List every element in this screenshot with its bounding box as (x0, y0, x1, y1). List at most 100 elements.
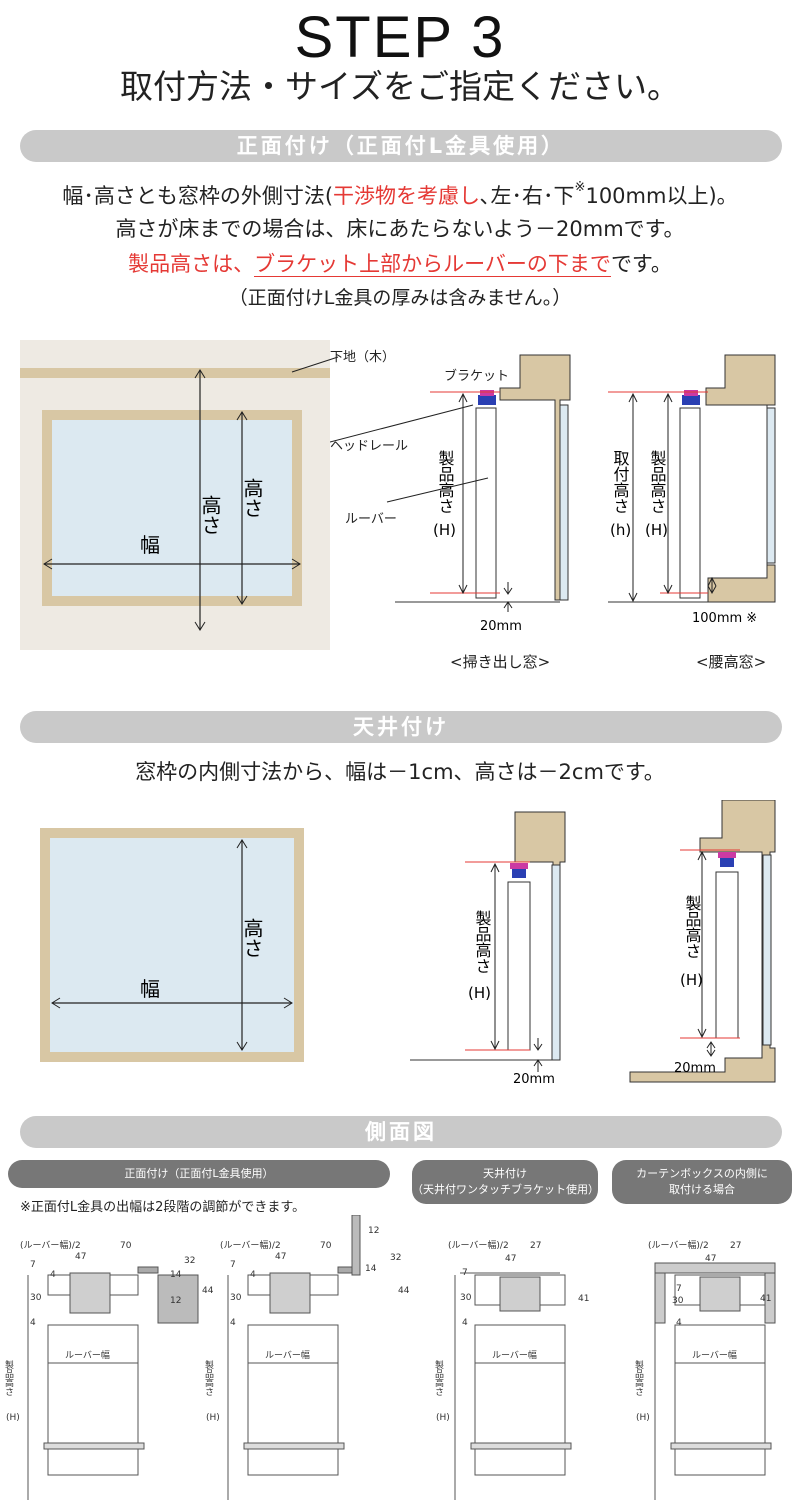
front2-bottom-weight (243, 1442, 345, 1450)
ceiling-mount-line1: 窓枠の内側寸法から、幅は－1cm、高さは－2cmです。 (135, 760, 665, 784)
ceiling-side-bracket (499, 1276, 541, 1312)
tab-curtain-box: カーテンボックスの内側に 取付ける場合 (612, 1160, 792, 1204)
h-1: (H) (6, 1413, 20, 1423)
mount-height-arrow-heads (628, 392, 638, 603)
louver-label: ルーバー (345, 512, 397, 527)
h-label-left: (H) (433, 521, 456, 539)
ceiling-gap-label-left: 20mm (513, 1072, 555, 1087)
dim-47-4: 47 (705, 1254, 716, 1264)
side-view-drawings: (ルーバー幅)/2 70 47 7 4 30 4 32 14 44 12 ルーバ… (3, 1215, 776, 1500)
section-bar-side-view: 側面図 (20, 1116, 782, 1148)
h-2: (H) (206, 1413, 220, 1423)
dim-4b-2: 4 (230, 1318, 236, 1328)
front2-wall (351, 1215, 361, 1276)
front1-louver (47, 1324, 139, 1476)
dim-32-2: 32 (390, 1253, 401, 1263)
curtain-box-left (654, 1272, 666, 1324)
front2-bracket (269, 1272, 311, 1314)
wooden-base-strip (20, 368, 330, 378)
louver-w-3: ルーバー幅 (492, 1349, 537, 1361)
ceiling-gap-label-right: 20mm (674, 1061, 716, 1076)
box-louver (674, 1324, 766, 1476)
width-label-2: 幅 (140, 977, 160, 1001)
side-view-curtain-box (654, 1262, 776, 1500)
product-height-arrow-left-heads (458, 392, 468, 595)
dim-half-2: (ルーバー幅)/2 (220, 1239, 281, 1251)
dim-7-4: 7 (676, 1284, 682, 1294)
base-label-leader (291, 356, 339, 373)
dim-12-1: 12 (170, 1296, 181, 1306)
ceiling-height-arrow-left-heads (490, 862, 500, 1051)
dim-half-3: (ルーバー幅)/2 (448, 1239, 509, 1251)
dim-4-4: 4 (676, 1318, 682, 1328)
dim-27-3: 27 (530, 1241, 541, 1251)
dim-30-3: 30 (460, 1293, 472, 1303)
wall-profile-left (499, 354, 571, 601)
dim-14-2: 14 (365, 1264, 377, 1274)
ceiling-side-louver (474, 1324, 566, 1476)
tab-front-mount: 正面付け（正面付L金具使用） (8, 1160, 390, 1188)
window-pane-right (766, 407, 776, 564)
height-label-2: 高さ (240, 918, 264, 958)
height-arrow-2-heads (236, 839, 248, 1051)
dim-41-4: 41 (760, 1294, 771, 1304)
front-mount-line1: 幅･高さとも窓枠の外側寸法(干渉物を考慮し､左･右･下※100mm以上)。 (0, 180, 800, 210)
ceiling-bracket-top-right (718, 852, 736, 858)
ceiling-product-height-left: 製品高さ (473, 910, 492, 974)
height-label-inner: 高さ (240, 478, 264, 518)
line3-red1: 製品高さは、 (128, 252, 255, 276)
front-mount-side-diagrams: 製品高さ (H) 取付高さ (h) 製品高さ (H) 20mm 100mm ※ (330, 354, 776, 634)
louver-leader (386, 477, 489, 503)
box-bracket (699, 1276, 741, 1312)
dim-4-1: 4 (50, 1270, 56, 1280)
line1-red: 干渉物を考慮し (333, 184, 481, 208)
side-view-front-2 (227, 1215, 361, 1500)
dim-47-3: 47 (505, 1254, 516, 1264)
headrail-leader (330, 404, 474, 443)
dim-30-2: 30 (230, 1293, 242, 1303)
ceiling-louver-left (507, 881, 531, 1051)
front1-wall (157, 1274, 199, 1324)
ceiling-bottom-weight (470, 1442, 572, 1450)
dim-30-4: 30 (672, 1296, 684, 1306)
ceiling-bracket-top-left (510, 863, 528, 869)
h-4: (H) (636, 1413, 650, 1423)
step-title: STEP 3 (294, 5, 506, 70)
bracket-left (478, 395, 496, 405)
h-label-right: (H) (645, 521, 668, 539)
product-height-arrow-right-heads (663, 392, 673, 595)
prod-h-4: 製品高さ (633, 1359, 644, 1396)
dim-4-2: 4 (250, 1270, 256, 1280)
prod-h-1: 製品高さ (3, 1359, 14, 1396)
window-glass-2 (50, 838, 294, 1052)
ceiling-h-left: (H) (468, 984, 491, 1002)
louver-w-2: ルーバー幅 (265, 1349, 310, 1361)
front-mount-line2: 高さが床までの場合は、床にあたらないよう－20mmです。 (115, 217, 685, 241)
ceiling-product-height-right: 製品高さ (683, 895, 702, 959)
line3-red2: ブラケット上部からルーバーの下まで (254, 252, 611, 277)
mount-height-label: 取付高さ (611, 450, 630, 514)
h-small-label: (h) (610, 521, 631, 539)
line1-part-b: ､左･右･下 (480, 184, 575, 208)
gap-100mm-label: 100mm ※ (692, 611, 757, 626)
bracket-right (682, 395, 700, 405)
h-3: (H) (436, 1413, 450, 1423)
caption-sweep-window: <掃き出し窓> (450, 653, 551, 671)
section-bar-ceiling-mount: 天井付け (20, 711, 782, 743)
caption-waist-window: <腰高窓> (696, 653, 767, 671)
wall-profile-right (705, 354, 776, 603)
height-label-outer: 高さ (198, 495, 222, 535)
line1-part-a: 幅･高さとも窓枠の外側寸法( (62, 184, 334, 208)
ceiling-mount-side-diagrams: 製品高さ (H) 製品高さ (H) 20mm 20mm (410, 800, 776, 1087)
window-pane-left (559, 404, 569, 601)
dim-4-3: 4 (462, 1318, 468, 1328)
dim-7-1: 7 (30, 1260, 36, 1270)
dim-70-1: 70 (120, 1241, 132, 1251)
curtain-box-top (654, 1262, 776, 1274)
ceiling-window-diagram: 高さ 幅 (40, 828, 304, 1062)
tab-ceiling-line1: 天井付け (483, 1167, 527, 1180)
dim-12-2: 12 (368, 1226, 379, 1236)
ceiling-bracket-right (720, 858, 734, 867)
l-bracket-left (480, 390, 494, 396)
louver-w-4: ルーバー幅 (692, 1349, 737, 1361)
